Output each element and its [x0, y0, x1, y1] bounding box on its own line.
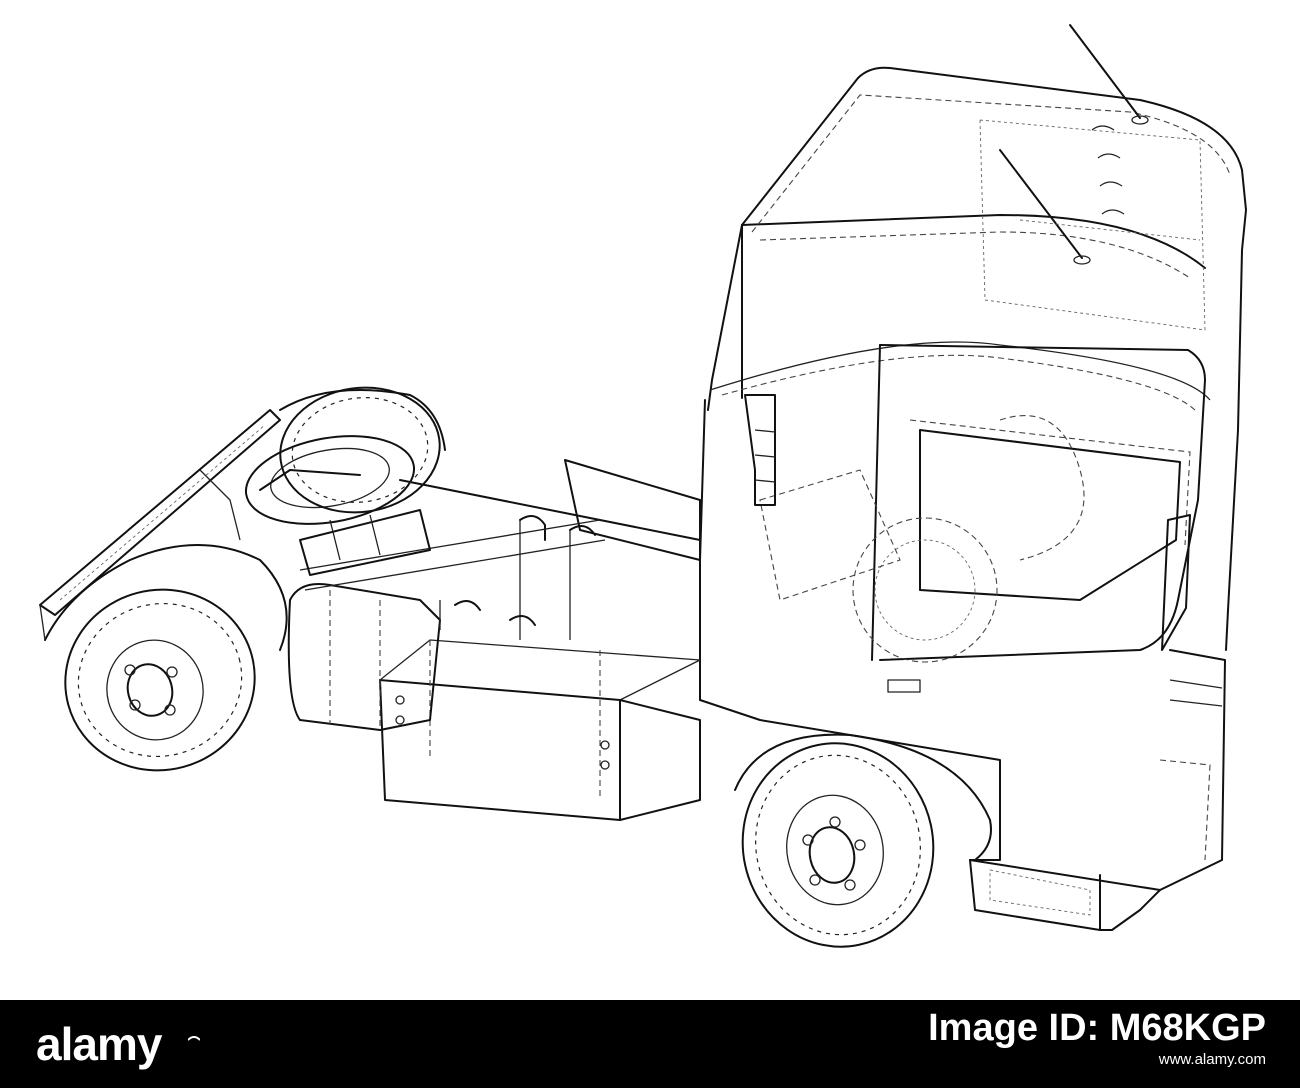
illustration-canvas	[39, 24, 1247, 948]
image-id-label: Image ID: M68KGP	[928, 1007, 1266, 1049]
footer-bar: alamy Image ID: M68KGP www.alamy.com	[0, 1000, 1300, 1088]
fifth-wheel	[244, 435, 431, 576]
brand-wordmark: alamy	[36, 1018, 162, 1070]
brand-mark-icon	[188, 1036, 200, 1041]
rear-wheel-lower	[44, 544, 288, 772]
truck-wireframe-drawing	[39, 24, 1247, 948]
chassis-frame	[287, 459, 701, 821]
rear-wheel-upper	[279, 386, 446, 514]
rear-bumper	[39, 409, 281, 641]
site-url[interactable]: www.alamy.com	[1158, 1051, 1266, 1068]
front-wheel	[734, 733, 992, 948]
brand-logo[interactable]: alamy	[36, 1014, 162, 1074]
cab-interior	[759, 119, 1206, 663]
cab-front	[969, 649, 1226, 931]
cab-shell	[699, 24, 1247, 701]
cab-door	[871, 344, 1206, 693]
image-reference: Image ID: M68KGP www.alamy.com	[928, 1006, 1266, 1070]
cab-lower-body	[699, 394, 1001, 861]
